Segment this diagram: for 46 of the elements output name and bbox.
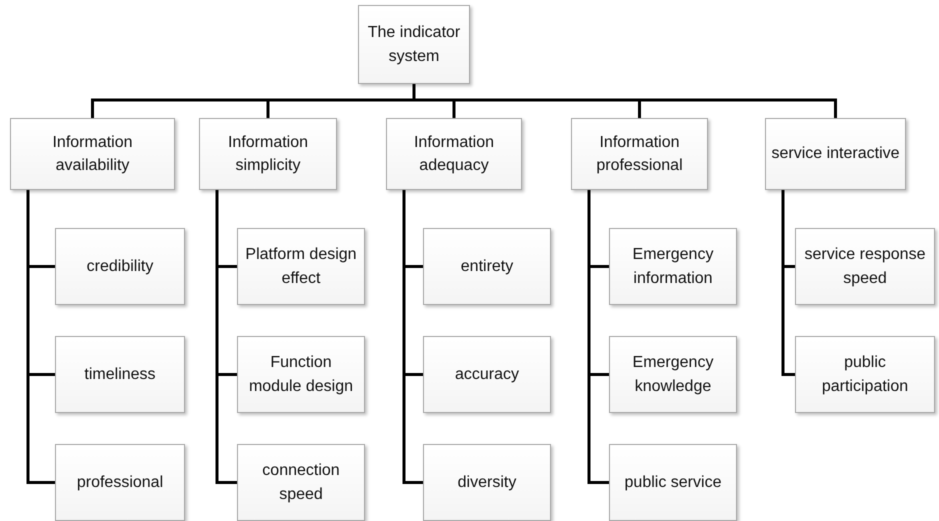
connector-line — [402, 190, 423, 484]
box-label: accuracy — [454, 364, 520, 385]
category-box — [795, 228, 935, 305]
box-label: service interactive — [771, 144, 900, 164]
box-label: The indicator system — [366, 23, 462, 66]
category-box — [55, 444, 185, 521]
box-label: timeliness — [84, 364, 156, 385]
category-box — [358, 5, 470, 84]
connector-line — [782, 190, 795, 376]
category-box — [237, 228, 365, 305]
category-box — [795, 336, 935, 413]
connector-line — [216, 190, 237, 484]
category-box — [571, 118, 708, 190]
box-label: credibility — [86, 256, 154, 277]
box-label: service response speed — [804, 245, 926, 288]
connector-line — [26, 190, 55, 484]
category-box — [423, 228, 551, 305]
category-box — [609, 336, 737, 413]
category-box — [765, 118, 906, 190]
box-label: Information adequacy — [412, 132, 496, 176]
category-box — [423, 336, 551, 413]
box-label: connection speed — [261, 461, 341, 504]
box-label: entirety — [460, 256, 514, 277]
box-label: Information professional — [595, 132, 684, 176]
connector-line — [588, 190, 609, 484]
category-box — [237, 336, 365, 413]
category-box — [237, 444, 365, 521]
box-label: Platform design effect — [244, 245, 358, 288]
box-label: Information simplicity — [226, 132, 310, 176]
box-label: diversity — [458, 472, 516, 493]
box-label: public service — [624, 472, 722, 493]
box-label: professional — [76, 472, 164, 493]
box-label: Function module design — [248, 353, 354, 396]
category-box — [423, 444, 551, 521]
category-box — [10, 118, 175, 190]
box-label: Information availability — [51, 132, 134, 176]
box-label: Emergency knowledge — [632, 353, 714, 396]
category-box — [609, 228, 737, 305]
category-box — [55, 336, 185, 413]
box-label: public participation — [820, 353, 910, 396]
box-label: Emergency information — [632, 245, 714, 288]
connector-line — [412, 84, 837, 118]
category-box — [609, 444, 737, 521]
category-box — [199, 118, 337, 190]
category-box — [386, 118, 522, 190]
category-box — [55, 228, 185, 305]
